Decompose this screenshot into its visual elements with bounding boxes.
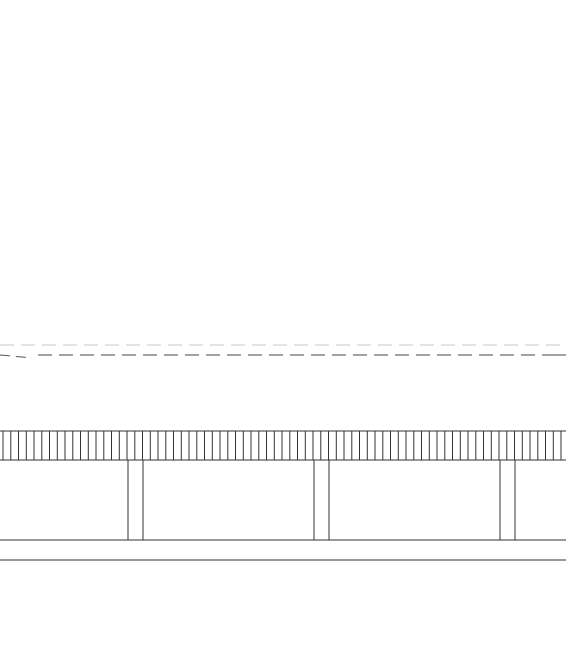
railing-balusters — [2, 431, 562, 460]
bridge-deck — [0, 539, 566, 561]
railing-band — [0, 430, 566, 461]
dashed-line-group — [0, 354, 566, 359]
dashed-line-left-stub — [0, 354, 33, 359]
